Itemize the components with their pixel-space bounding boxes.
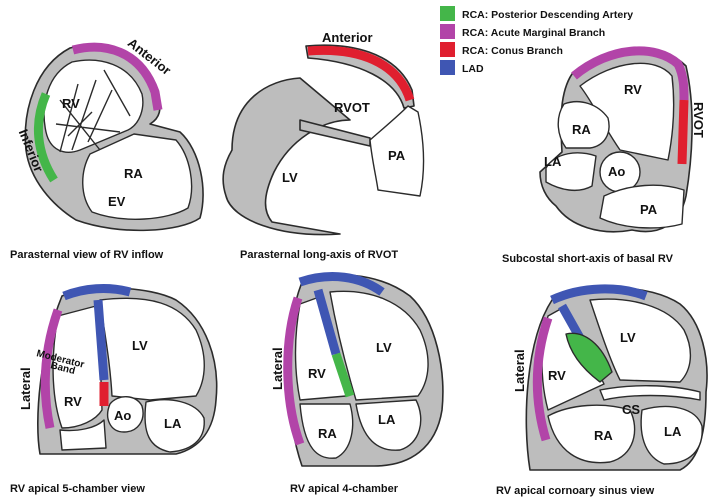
rv-inflow-caption: Parasternal view of RV inflow bbox=[10, 249, 164, 261]
legend-label-lad: LAD bbox=[462, 63, 484, 75]
five-chamber-la-label: LA bbox=[164, 416, 182, 431]
five-chamber-lv-label: LV bbox=[132, 338, 148, 353]
five-chamber-ao-label: Ao bbox=[114, 408, 131, 423]
cs-lv-label: LV bbox=[620, 330, 636, 345]
legend-swatch-lad bbox=[440, 60, 455, 75]
rvot-rvot-label: RVOT bbox=[334, 100, 370, 115]
cs-rv-label: RV bbox=[548, 368, 566, 383]
cs-caption: RV apical cornoary sinus view bbox=[496, 485, 655, 497]
legend-swatch-acute-marginal bbox=[440, 24, 455, 39]
legend-label-conus: RCA: Conus Branch bbox=[462, 45, 563, 57]
rv-inflow-ra-label: RA bbox=[124, 166, 143, 181]
cs-lateral-label: Lateral bbox=[512, 349, 527, 392]
subcostal-ra-label: RA bbox=[572, 122, 591, 137]
view-rv-inflow: Anterior Inferior RV RA EV Parasternal v… bbox=[10, 35, 203, 261]
five-chamber-rv-label: RV bbox=[64, 394, 82, 409]
cs-ra-label: RA bbox=[594, 428, 613, 443]
five-chamber-caption: RV apical 5-chamber view bbox=[10, 483, 145, 495]
four-chamber-lateral-label: Lateral bbox=[270, 347, 285, 390]
rvot-septum bbox=[300, 120, 370, 146]
view-apical-coronary-sinus: Lateral LV RV CS RA LA RV apical cornoar… bbox=[496, 288, 707, 497]
four-chamber-lv-label: LV bbox=[376, 340, 392, 355]
four-chamber-caption: RV apical 4-chamber bbox=[290, 483, 399, 495]
legend-swatch-pda bbox=[440, 6, 455, 21]
view-subcostal-short-axis: RV RA LA Ao RVOT PA Subcostal short-axis… bbox=[502, 49, 706, 265]
legend-label-acute-marginal: RCA: Acute Marginal Branch bbox=[462, 27, 605, 39]
legend-swatch-conus bbox=[440, 42, 455, 57]
view-apical-5-chamber: Lateral LV Moderator Band RV Ao LA RV ap… bbox=[10, 288, 217, 495]
subcostal-rv-label: RV bbox=[624, 82, 642, 97]
cs-cs-label: CS bbox=[622, 402, 640, 417]
four-chamber-rv-label: RV bbox=[308, 366, 326, 381]
rvot-lv-wall bbox=[223, 78, 350, 235]
four-chamber-ra-label: RA bbox=[318, 426, 337, 441]
view-long-axis-rvot: Anterior RVOT LV PA Parasternal long-axi… bbox=[223, 30, 424, 261]
rvot-caption: Parasternal long-axis of RVOT bbox=[240, 249, 398, 261]
subcostal-caption: Subcostal short-axis of basal RV bbox=[502, 253, 674, 265]
rv-inflow-rv-label: RV bbox=[62, 96, 80, 111]
subcostal-pa-label: PA bbox=[640, 202, 658, 217]
view-apical-4-chamber: Lateral RV LV LA RA RV apical 4-chamber bbox=[270, 275, 443, 495]
subcostal-ao-label: Ao bbox=[608, 164, 625, 179]
rvot-pa-label: PA bbox=[388, 148, 406, 163]
five-chamber-lateral-label: Lateral bbox=[18, 367, 33, 410]
rvot-lv-label: LV bbox=[282, 170, 298, 185]
subcostal-la-label: LA bbox=[544, 154, 562, 169]
four-chamber-la-label: LA bbox=[378, 412, 396, 427]
subcostal-conus-segment bbox=[682, 100, 684, 164]
rvot-anterior-label: Anterior bbox=[322, 30, 373, 45]
cs-la-label: LA bbox=[664, 424, 682, 439]
rv-inflow-ev-label: EV bbox=[108, 194, 126, 209]
legend-label-pda: RCA: Posterior Descending Artery bbox=[462, 9, 633, 21]
subcostal-rvot-label: RVOT bbox=[691, 102, 706, 138]
